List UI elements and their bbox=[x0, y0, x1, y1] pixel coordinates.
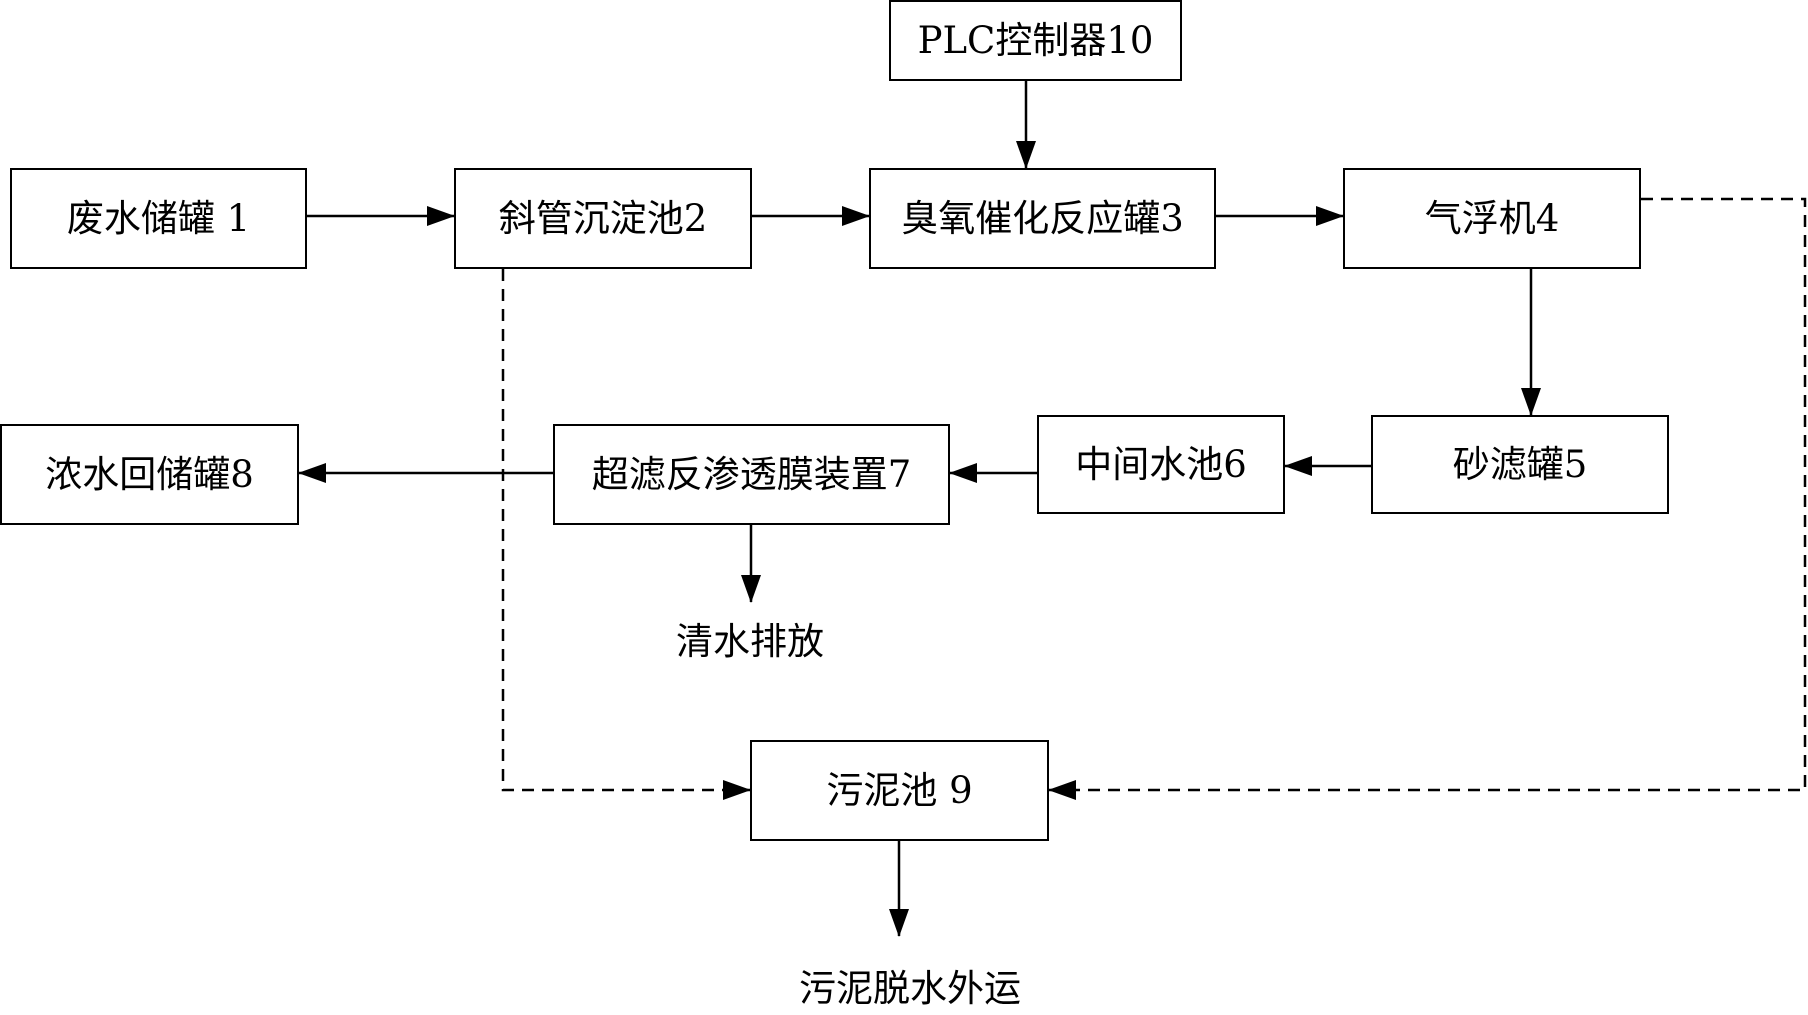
sludge-pool-box: 污泥池 9 bbox=[750, 740, 1049, 841]
ozone-reactor-box: 臭氧催化反应罐3 bbox=[869, 168, 1216, 269]
plc-controller-box: PLC控制器10 bbox=[889, 0, 1182, 81]
sludge-dewatering-label: 污泥脱水外运 bbox=[799, 967, 1021, 1010]
wastewater-tank-box: 废水储罐 1 bbox=[10, 168, 307, 269]
dashed-arrow-flotation4-to-sludge9 bbox=[1048, 197, 1807, 800]
clean-water-discharge-label: 清水排放 bbox=[676, 620, 824, 663]
inclined-tube-settler-box: 斜管沉淀池2 bbox=[454, 168, 752, 269]
sand-filter-box: 砂滤罐5 bbox=[1371, 415, 1669, 514]
dashed-arrow-settler2-to-sludge9 bbox=[501, 269, 751, 800]
uf-ro-unit-box: 超滤反渗透膜装置7 bbox=[553, 424, 950, 525]
intermediate-pool-box: 中间水池6 bbox=[1037, 415, 1285, 514]
air-flotation-box: 气浮机4 bbox=[1343, 168, 1641, 269]
concentrate-tank-box: 浓水回储罐8 bbox=[0, 424, 299, 525]
